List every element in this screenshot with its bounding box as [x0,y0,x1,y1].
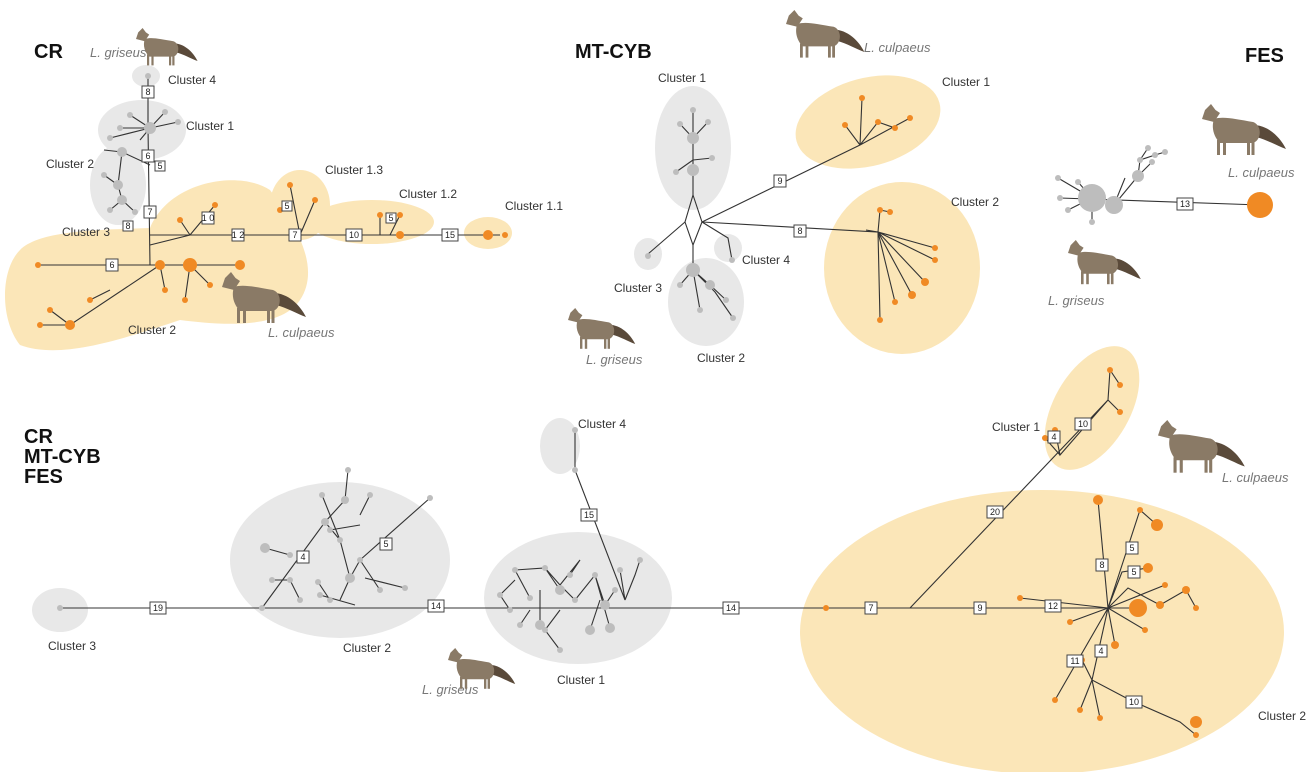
cr-label-cluster2-orange: Cluster 2 [128,323,176,337]
combined-panel: 19 4 5 14 15 14 7 9 12 20 10 4 8 5 5 11 … [24,330,1306,772]
svg-text:8: 8 [1099,560,1104,570]
svg-text:10: 10 [1129,697,1139,707]
comb-fox-culpaeus-image [1158,420,1245,473]
svg-text:12: 12 [1048,601,1058,611]
svg-text:5: 5 [388,213,393,223]
svg-text:13: 13 [1180,199,1190,209]
mt-fox-culpaeus-image [786,10,864,58]
cr-label-cluster12: Cluster 1.2 [399,187,457,201]
mt-label-cluster2-orange: Cluster 2 [951,195,999,209]
fes-fox-culpaeus-image [1202,104,1286,155]
combined-title-line1: CR [24,426,53,448]
svg-text:8: 8 [125,221,130,231]
cr-label-cluster13: Cluster 1.3 [325,163,383,177]
fes-nodes [1055,145,1273,225]
mt-species-culpaeus: L. culpaeus [864,40,931,55]
cr-label-cluster1: Cluster 1 [186,119,234,133]
svg-text:9: 9 [777,176,782,186]
svg-text:5: 5 [1131,567,1136,577]
fes-species-griseus: L. griseus [1048,293,1105,308]
comb-species-culpaeus: L. culpaeus [1222,470,1289,485]
fes-fox-griseus-image [1068,240,1141,284]
mt-cluster2-grey-area [668,258,744,346]
svg-text:11: 11 [1070,656,1079,666]
svg-text:15: 15 [584,510,594,520]
mt-label-cluster1-orange: Cluster 1 [942,75,990,89]
comb-cluster4-area [540,418,580,474]
svg-text:14: 14 [726,603,736,613]
comb-label-cluster2-orange: Cluster 2 [1258,709,1306,723]
cr-cluster12-area [310,200,434,244]
mt-label-cluster2-grey: Cluster 2 [697,351,745,365]
comb-label-cluster3: Cluster 3 [48,639,96,653]
fes-mutation-steps: 13 [1177,198,1193,210]
mt-mutation-steps: 9 8 [774,175,806,237]
cr-species-culpaeus: L. culpaeus [268,325,335,340]
mtcyb-panel: 9 8 MT-CYB L. culpaeus L. griseus Cluste… [568,10,999,367]
svg-text:20: 20 [990,507,1000,517]
fes-panel-title: FES [1245,45,1284,67]
cr-panel: 8 6 5 7 8 1 0 1 2 6 5 7 5 10 15 CR L. gr… [5,28,563,350]
svg-text:7: 7 [147,207,152,217]
svg-text:5: 5 [1129,543,1134,553]
svg-text:4: 4 [1051,432,1056,442]
mt-label-cluster1-grey: Cluster 1 [658,71,706,85]
svg-text:5: 5 [284,201,289,211]
svg-text:8: 8 [145,87,150,97]
svg-text:10: 10 [349,230,359,240]
svg-text:14: 14 [431,601,441,611]
fes-species-culpaeus: L. culpaeus [1228,165,1295,180]
cr-species-griseus: L. griseus [90,45,147,60]
mt-species-griseus: L. griseus [586,352,643,367]
mt-label-cluster3: Cluster 3 [614,281,662,295]
cr-label-cluster2-grey: Cluster 2 [46,157,94,171]
svg-text:4: 4 [1098,646,1103,656]
comb-label-cluster4: Cluster 4 [578,417,626,431]
comb-cluster2-orange-area [800,490,1284,772]
cr-panel-title: CR [34,41,63,63]
combined-title-line2: MT-CYB [24,446,101,468]
mt-cluster1-orange-area [785,60,951,183]
svg-text:1 0: 1 0 [202,213,215,223]
svg-text:19: 19 [153,603,163,613]
svg-text:7: 7 [292,230,297,240]
svg-text:9: 9 [977,603,982,613]
comb-cluster1-grey-area [484,532,672,664]
svg-text:4: 4 [300,552,305,562]
combined-title-line3: FES [24,466,63,488]
comb-label-cluster1-grey: Cluster 1 [557,673,605,687]
mt-fox-griseus-image [568,308,635,349]
svg-text:6: 6 [109,260,114,270]
svg-text:7: 7 [868,603,873,613]
cr-label-cluster11: Cluster 1.1 [505,199,563,213]
svg-text:1 2: 1 2 [232,230,245,240]
fes-panel: 13 FES L. culpaeus L. griseus [1048,45,1295,308]
comb-label-cluster1-orange: Cluster 1 [992,420,1040,434]
comb-species-griseus: L. griseus [422,682,479,697]
svg-text:10: 10 [1078,419,1088,429]
svg-text:5: 5 [383,539,388,549]
svg-text:8: 8 [797,226,802,236]
cr-label-cluster3: Cluster 3 [62,225,110,239]
mt-label-cluster4: Cluster 4 [742,253,790,267]
mtcyb-panel-title: MT-CYB [575,41,652,63]
svg-text:15: 15 [445,230,455,240]
svg-text:5: 5 [157,161,162,171]
cr-label-cluster4: Cluster 4 [168,73,216,87]
svg-text:6: 6 [145,151,150,161]
comb-cluster1-orange-area [1025,330,1159,486]
comb-label-cluster2-grey: Cluster 2 [343,641,391,655]
